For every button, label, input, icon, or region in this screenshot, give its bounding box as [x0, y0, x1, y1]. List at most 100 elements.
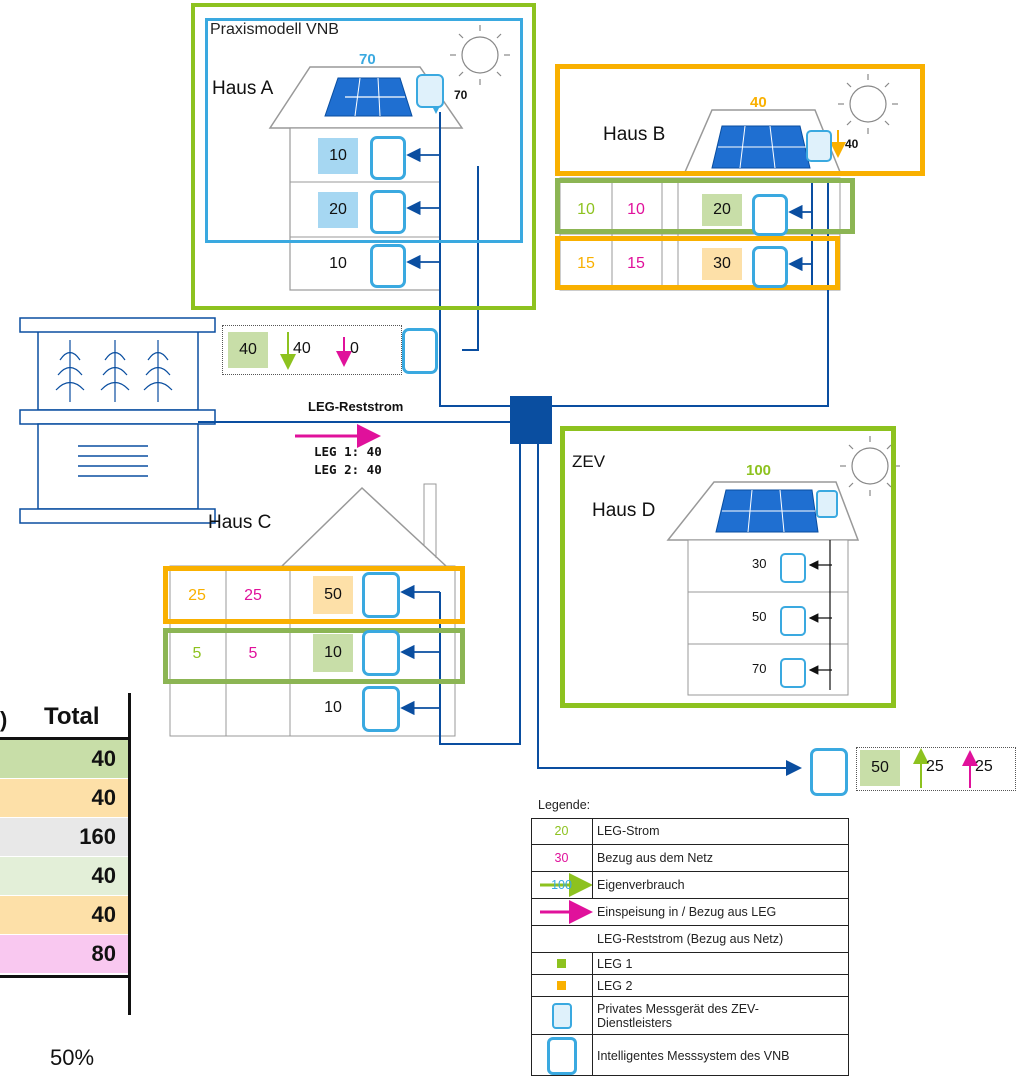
table-row: 160: [0, 818, 128, 857]
haus-b-building: [559, 109, 842, 291]
smart-meter-icon: [362, 572, 400, 618]
transformer-station: [19, 317, 216, 524]
transformer-meter-box: [222, 325, 402, 375]
legend-title: Legende:: [538, 798, 591, 812]
smart-meter-icon: [370, 190, 406, 234]
haus-b-feed-in: 40: [845, 137, 859, 151]
smart-meter-icon: [402, 328, 438, 374]
zev-magenta-value: 25: [975, 758, 993, 775]
smart-meter-icon: [362, 630, 400, 676]
smart-meter-icon: [806, 130, 832, 162]
leg2-residual: LEG 2: 40: [314, 462, 382, 477]
haus-a-blue-frame: [205, 18, 523, 243]
haus-b-row1-net: 10: [627, 201, 645, 218]
legend-text: Intelligentes Messsystem des VNB: [597, 1048, 790, 1063]
legend-text: Einspeisung in / Bezug aus LEG: [597, 905, 777, 919]
legend-num: [531, 997, 593, 1034]
private-meter-icon: [780, 606, 806, 636]
haus-b-row2-leg: 15: [577, 255, 595, 272]
legend-num: [531, 953, 593, 974]
legend-num: [531, 926, 593, 952]
smart-meter-icon: [370, 136, 406, 180]
haus-d-unit-1: 30: [752, 556, 767, 571]
haus-a-feed-in: 70: [454, 88, 468, 102]
smart-meter-icon: [362, 686, 400, 732]
haus-c-label: Haus C: [208, 512, 272, 533]
haus-c-building: [169, 483, 456, 737]
legend-text: LEG-Reststrom (Bezug aus Netz): [597, 932, 784, 946]
haus-b-label: Haus B: [603, 124, 666, 145]
legend-row: 20 LEG-Strom: [531, 818, 849, 845]
junction-box: [510, 396, 552, 444]
leg2-frame-c: [163, 566, 465, 624]
wiring: [198, 112, 829, 776]
haus-b-row2-net: 15: [627, 255, 645, 272]
haus-c-row2-leg: 5: [192, 645, 202, 662]
private-meter-icon: [816, 490, 838, 518]
legend-num: 20: [531, 818, 593, 844]
legend-text: LEG 1: [597, 956, 633, 971]
smart-meter-icon: [416, 74, 444, 108]
table-header: Total: [44, 703, 100, 730]
haus-b-production: 40: [750, 94, 767, 111]
table-row: 40: [0, 779, 128, 818]
smart-meter-icon: [752, 246, 788, 288]
haus-d-building: [666, 481, 860, 696]
sun-icon: [450, 25, 510, 85]
zev-green-value: 25: [926, 758, 944, 775]
haus-b-row1-leg: 10: [577, 201, 595, 218]
table-row: 40: [0, 896, 128, 935]
haus-b-row1-total: 20: [702, 194, 742, 226]
haus-d-unit-2: 50: [752, 609, 767, 624]
legend-num: 100: [531, 872, 593, 898]
private-meter-icon: [551, 1002, 572, 1029]
zev-meter-value: 50: [860, 750, 900, 786]
table-header-partial: ): [0, 707, 8, 732]
haus-b-row2-total: 30: [702, 248, 742, 280]
green-square-icon: [557, 959, 566, 968]
smart-meter-icon: [752, 194, 788, 236]
smart-meter-icon: [370, 244, 406, 288]
haus-a-label: Haus A: [212, 78, 274, 99]
praxismodell-frame: [191, 3, 536, 310]
legend-text: Privates Messgerät des ZEV-Dienstleister…: [597, 1001, 759, 1030]
legend-text: Eigenverbrauch: [597, 878, 685, 892]
haus-d-label: Haus D: [592, 500, 656, 521]
legend-num: [531, 1035, 593, 1076]
legend-text: LEG-Strom: [597, 824, 660, 838]
haus-a-production: 70: [359, 51, 376, 68]
leg1-residual: LEG 1: 40: [314, 444, 382, 459]
legend-row: LEG 2: [531, 975, 849, 997]
legend-num: [531, 899, 593, 925]
haus-b-frame: [555, 64, 925, 176]
zev-label: ZEV: [572, 452, 606, 471]
haus-a-unit-1: 10: [318, 138, 358, 174]
legend-row: 30 Bezug aus dem Netz: [531, 845, 849, 872]
haus-d-production: 100: [746, 462, 772, 479]
leg-residual-label: LEG-Reststrom: [308, 399, 404, 414]
table-right-border: [128, 693, 131, 1015]
haus-d-unit-3: 70: [752, 661, 767, 676]
haus-a-unit-3: 10: [329, 255, 347, 272]
table-header-rule: [0, 737, 128, 740]
legend-row: Einspeisung in / Bezug aus LEG: [531, 899, 849, 926]
zev-frame: [560, 426, 896, 708]
private-meter-icon: [780, 658, 806, 688]
haus-c-row1-net: 25: [244, 587, 262, 604]
legend-box: [531, 818, 849, 1076]
zev-arrows: [808, 540, 832, 690]
legend-row: Privates Messgerät des ZEV-Dienstleister…: [531, 997, 849, 1035]
haus-c-row1-total: 50: [313, 576, 353, 614]
zev-meter-box: [856, 747, 1016, 791]
leg1-frame-b: [555, 178, 855, 234]
table-footer-rule: [0, 975, 131, 978]
haus-a-unit-2: 20: [318, 192, 358, 228]
total-table: ) Total 40 40 160 40 40 80 50%: [0, 693, 131, 1081]
haus-c-row1-leg: 25: [188, 587, 206, 604]
legend-num: [531, 975, 593, 996]
transformer-meter-magenta: 0: [350, 340, 359, 357]
table-row: 40: [0, 740, 128, 779]
orange-square-icon: [557, 981, 566, 990]
legend-row: Intelligentes Messsystem des VNB: [531, 1035, 849, 1076]
